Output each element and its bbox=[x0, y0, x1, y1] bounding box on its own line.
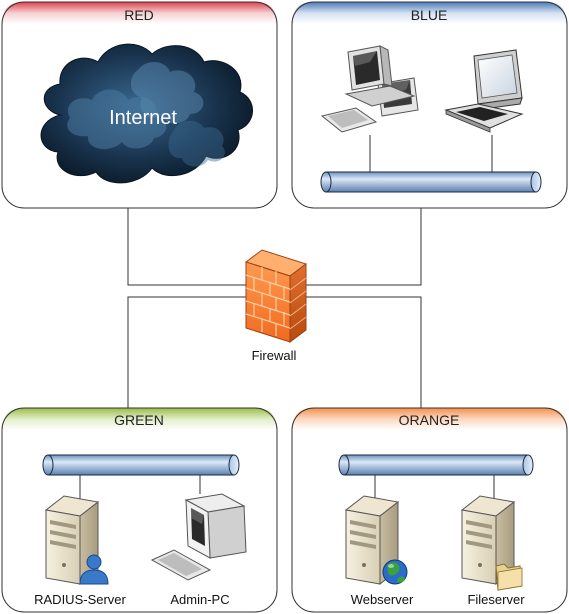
fileserver-label: Fileserver bbox=[467, 592, 525, 607]
zone-blue-title: BLUE bbox=[411, 7, 448, 23]
orange-firewall-link bbox=[300, 296, 422, 408]
firewall-icon bbox=[244, 249, 308, 343]
blue-firewall-link bbox=[300, 208, 422, 286]
user-icon bbox=[79, 554, 109, 585]
internet-label: Internet bbox=[109, 107, 177, 129]
webserver-label: Webserver bbox=[351, 592, 414, 607]
desktop-computer-icon bbox=[320, 45, 419, 133]
zone-red-box bbox=[1, 1, 278, 209]
zone-red-header bbox=[2, 2, 277, 24]
blue-network-bus bbox=[320, 171, 542, 193]
admin-pc-icon bbox=[150, 493, 247, 581]
zone-blue: BLUE bbox=[291, 1, 568, 209]
zone-blue-header bbox=[292, 2, 567, 24]
orange-network-bus bbox=[338, 454, 534, 476]
zone-orange-title: ORANGE bbox=[399, 412, 460, 428]
zone-blue-box bbox=[291, 1, 568, 209]
zone-orange-header bbox=[292, 408, 567, 430]
firewall-label: Firewall bbox=[252, 348, 297, 363]
laptop-icon bbox=[444, 49, 524, 133]
fileserver-icon bbox=[460, 495, 516, 586]
globe-icon bbox=[382, 559, 408, 585]
internet-cloud-icon: Internet bbox=[40, 43, 253, 184]
zone-green: GREEN RADIUS-Server bbox=[1, 407, 278, 613]
radius-server-label: RADIUS-Server bbox=[34, 592, 126, 607]
webserver-icon bbox=[344, 495, 400, 586]
zone-red: RED Internet bbox=[1, 1, 278, 209]
green-firewall-link bbox=[127, 296, 250, 408]
folder-icon bbox=[495, 563, 523, 591]
zone-orange: ORANGE Webserver bbox=[291, 407, 568, 613]
zone-green-box bbox=[1, 407, 278, 613]
zone-orange-box bbox=[291, 407, 568, 613]
green-network-bus bbox=[42, 454, 240, 476]
admin-pc-label: Admin-PC bbox=[170, 592, 229, 607]
connection-lines bbox=[127, 208, 422, 408]
zone-green-title: GREEN bbox=[114, 412, 164, 428]
red-firewall-link bbox=[127, 208, 250, 286]
zone-red-title: RED bbox=[124, 7, 154, 23]
zone-green-header bbox=[2, 408, 277, 430]
